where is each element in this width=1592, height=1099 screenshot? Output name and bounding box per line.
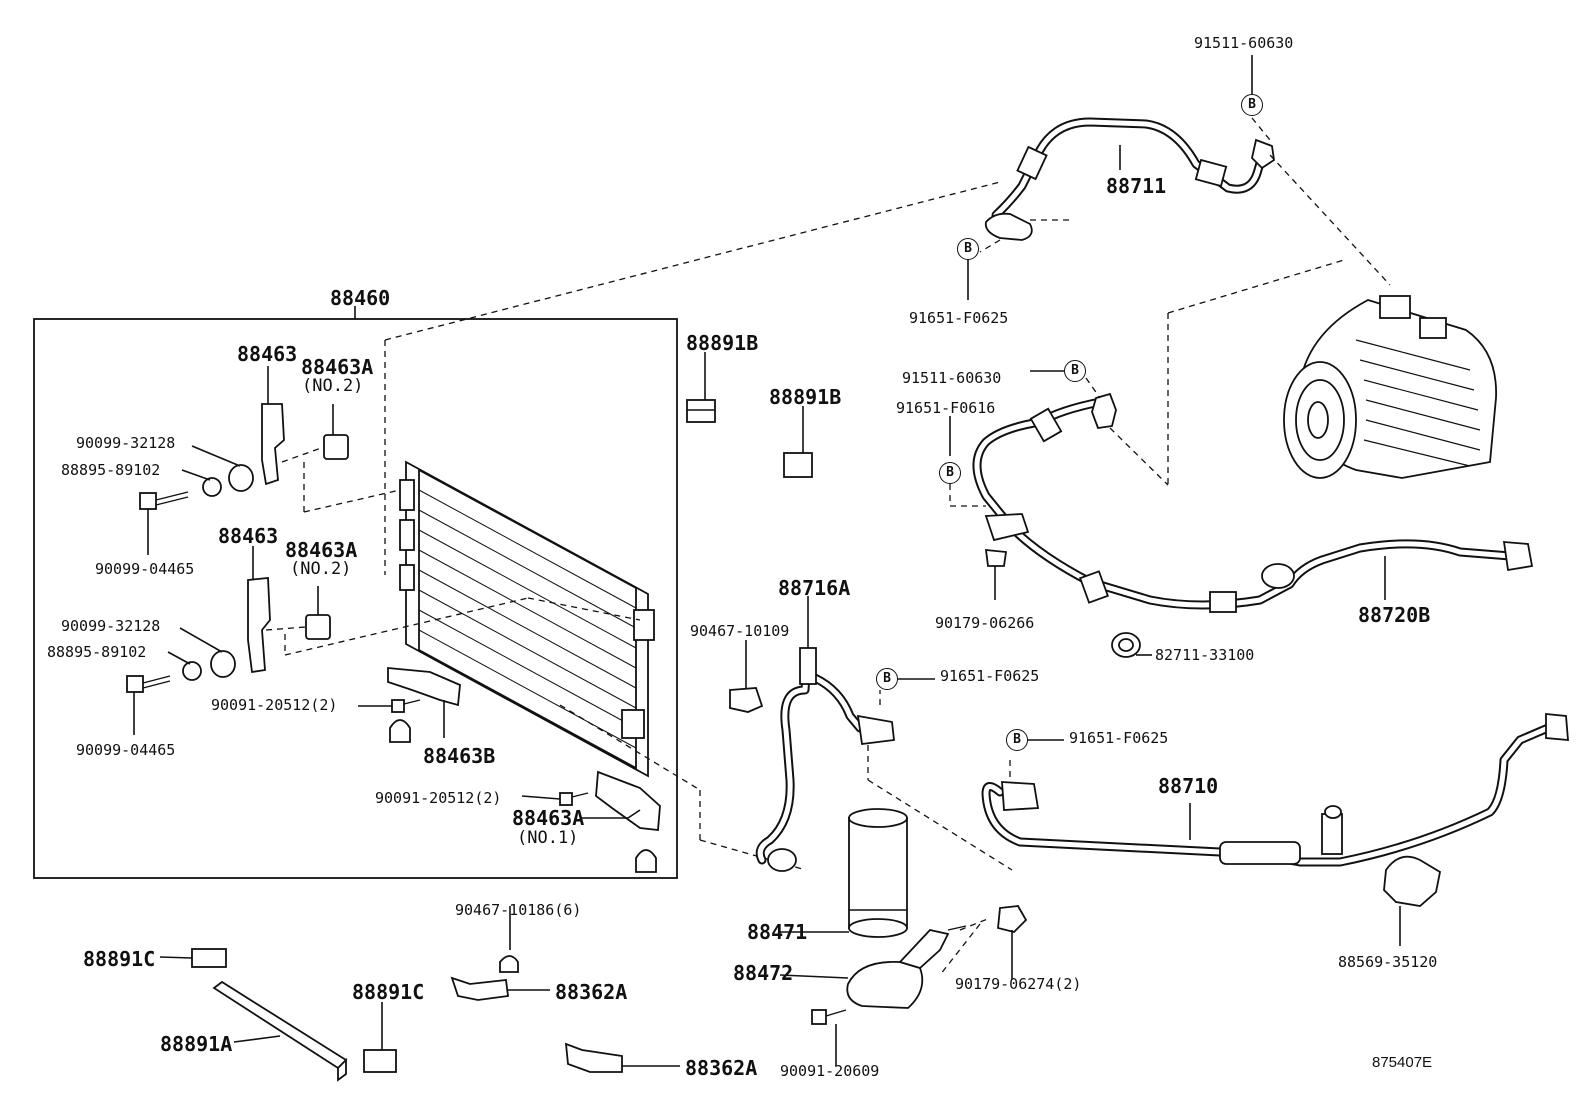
label-90099-04465-lower: 90099-04465 (76, 741, 176, 759)
label-91511-60630-top: 91511-60630 (1194, 34, 1294, 52)
clip-88463A-no1 (635, 849, 657, 873)
tube-88716A (755, 647, 895, 872)
collar-upper (202, 477, 222, 497)
receiver-88471 (848, 808, 908, 938)
clamp-82711-33100 (1111, 632, 1141, 658)
label-88895-89102-upper: 88895-89102 (61, 461, 161, 479)
label-88463-lower: 88463 (218, 524, 279, 548)
bolt-90091-20512-a (391, 699, 421, 713)
cushion-88463A-lower (305, 614, 331, 640)
bolt-90091-20512-b (559, 792, 589, 806)
bolt-symbol-88710: B (1006, 729, 1028, 751)
label-no2-lower: (NO.2) (290, 559, 352, 579)
label-90099-04465-upper: 90099-04465 (95, 560, 195, 578)
label-88463-upper: 88463 (237, 342, 298, 366)
label-90179-06274: 90179-06274(2) (955, 975, 1082, 993)
bracket-88463-upper (261, 403, 285, 486)
label-90467-10186: 90467-10186(6) (455, 901, 582, 919)
label-no1: (NO.1) (517, 828, 579, 848)
grommet-lower (210, 650, 236, 678)
collar-lower (182, 661, 202, 681)
label-88463A-no1: 88463A (512, 806, 585, 830)
label-88362A-b: 88362A (685, 1056, 758, 1080)
bracket-88463B (387, 667, 461, 707)
pad-88891C-a (191, 948, 227, 968)
nut-90179-06274 (997, 905, 1028, 933)
seal-88891B-a (686, 399, 716, 423)
label-88895-89102-lower: 88895-89102 (47, 643, 147, 661)
hose-88711 (984, 117, 1275, 241)
label-90091-20609: 90091-20609 (780, 1062, 880, 1080)
label-88463A-upper: 88463A (301, 355, 374, 379)
label-88362A-a: 88362A (555, 980, 628, 1004)
label-90099-32128-lower: 90099-32128 (61, 617, 161, 635)
label-88720B: 88720B (1358, 603, 1431, 627)
label-88710: 88710 (1158, 774, 1219, 798)
bracket-88463-lower (247, 577, 271, 674)
label-88569-35120: 88569-35120 (1338, 953, 1438, 971)
hose-88710 (981, 713, 1569, 867)
label-91651-F0625-mid: 91651-F0625 (940, 667, 1040, 685)
connector-90467-10109 (729, 687, 764, 713)
label-91651-F0625-top: 91651-F0625 (909, 309, 1009, 327)
bolt-symbol-top: B (1241, 94, 1263, 116)
seal-88891B-b (783, 452, 813, 478)
diagram-id: 875407E (1372, 1054, 1433, 1071)
label-88891B-a: 88891B (686, 331, 759, 355)
label-88891A: 88891A (160, 1032, 233, 1056)
label-88460: 88460 (330, 286, 391, 310)
label-90179-06266: 90179-06266 (935, 614, 1035, 632)
label-91651-F0616: 91651-F0616 (896, 399, 996, 417)
bolt-symbol-88711: B (957, 238, 979, 260)
label-no2-upper: (NO.2) (302, 376, 364, 396)
bracket-88362A-a (450, 976, 510, 1001)
label-88891C-b: 88891C (352, 980, 425, 1004)
label-88472: 88472 (733, 961, 794, 985)
label-88716A: 88716A (778, 576, 851, 600)
clip-90179-06266 (984, 548, 1008, 567)
cushion-88463A-upper (323, 434, 349, 460)
bolt-90091-20609 (811, 1009, 847, 1025)
label-88711: 88711 (1106, 174, 1167, 198)
label-88891C-a: 88891C (83, 947, 156, 971)
condenser (399, 460, 655, 778)
pad-88891C-b (363, 1049, 397, 1073)
clip-90467-10186 (499, 955, 519, 973)
bolt-lower (126, 675, 171, 693)
label-88463B: 88463B (423, 744, 496, 768)
bracket-88472 (846, 929, 950, 1009)
bolt-symbol-88716A: B (876, 668, 898, 690)
label-90467-10109: 90467-10109 (690, 622, 790, 640)
bracket-88463A-no1 (595, 770, 661, 831)
stud-bolt (947, 925, 967, 931)
bolt-symbol-mid: B (1064, 360, 1086, 382)
label-90091-20512-a: 90091-20512(2) (211, 696, 338, 714)
bracket-88362A-b (564, 1042, 623, 1073)
bolt-upper (139, 491, 189, 510)
bolt-symbol-f0616: B (939, 462, 961, 484)
label-82711-33100: 82711-33100 (1155, 646, 1255, 664)
pad-88891A (212, 980, 348, 1082)
grommet-upper (228, 464, 254, 492)
bracket-88569-35120 (1383, 855, 1442, 907)
label-90091-20512-b: 90091-20512(2) (375, 789, 502, 807)
clip-88463B (389, 719, 411, 743)
label-91651-F0625-right: 91651-F0625 (1069, 729, 1169, 747)
label-91511-60630-mid: 91511-60630 (902, 369, 1002, 387)
label-90099-32128-upper: 90099-32128 (76, 434, 176, 452)
label-88463A-lower: 88463A (285, 538, 358, 562)
compressor (1283, 295, 1497, 479)
label-88891B-b: 88891B (769, 385, 842, 409)
label-88471: 88471 (747, 920, 808, 944)
hose-88720B (972, 392, 1534, 613)
